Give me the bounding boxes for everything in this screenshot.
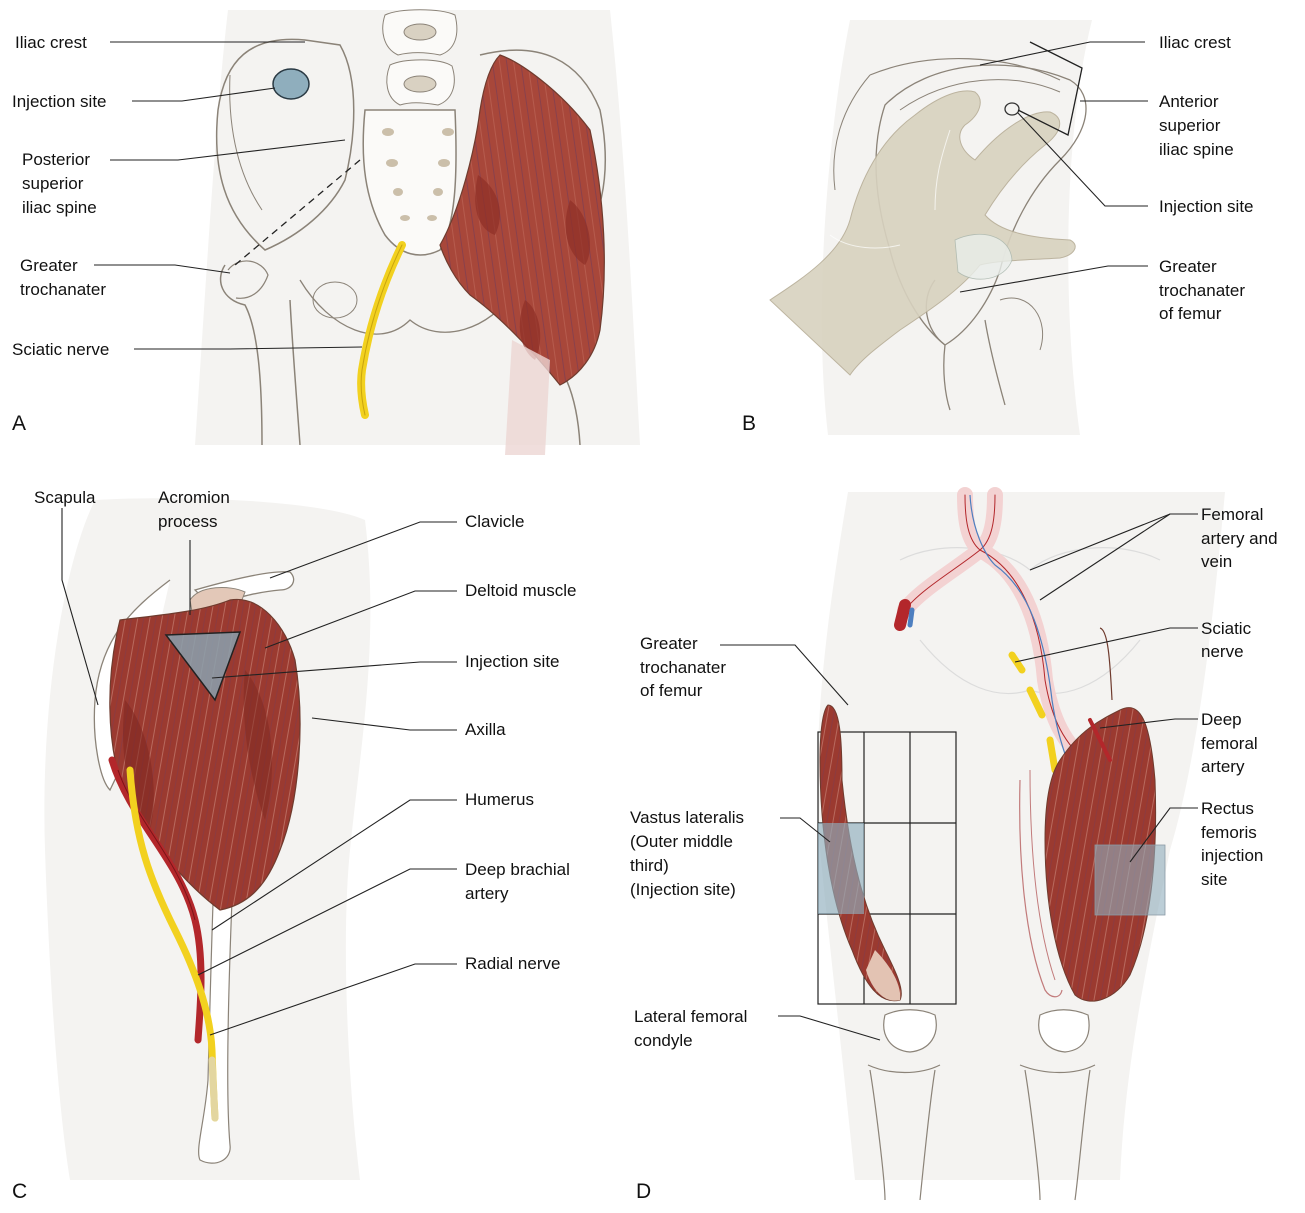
label-greater-trochanter-a-line1: Greater xyxy=(20,254,78,277)
label-deep-brachial-line2: artery xyxy=(465,882,508,905)
label-psis-line1: Posterior xyxy=(22,148,90,171)
label-rectus-line1: Rectus xyxy=(1201,797,1254,820)
label-greater-trochanter-b-line1: Greater xyxy=(1159,255,1217,278)
label-iliac-crest-b: Iliac crest xyxy=(1159,31,1231,54)
label-axilla: Axilla xyxy=(465,718,506,741)
panel-d xyxy=(720,492,1225,1200)
label-deep-femoral-line1: Deep xyxy=(1201,708,1242,731)
label-injection-site-a: Injection site xyxy=(12,90,107,113)
label-scapula: Scapula xyxy=(34,486,95,509)
label-vastus-line3: third) xyxy=(630,854,669,877)
injection-site-marker-a xyxy=(273,69,309,99)
label-rectus-line4: site xyxy=(1201,868,1227,891)
label-deep-femoral-line3: artery xyxy=(1201,755,1244,778)
label-asis-line2: superior xyxy=(1159,114,1220,137)
panel-letter-a: A xyxy=(12,412,26,436)
label-sciatic-d-line1: Sciatic xyxy=(1201,617,1251,640)
label-iliac-crest-a: Iliac crest xyxy=(15,31,87,54)
label-vastus-line2: (Outer middle xyxy=(630,830,733,853)
label-greater-trochanter-a-line2: trochanater xyxy=(20,278,106,301)
panel-c xyxy=(44,498,457,1180)
label-radial-nerve: Radial nerve xyxy=(465,952,560,975)
label-sciatic-nerve-a: Sciatic nerve xyxy=(12,338,109,361)
label-deep-femoral-line2: femoral xyxy=(1201,732,1258,755)
label-humerus: Humerus xyxy=(465,788,534,811)
label-femoral-line3: vein xyxy=(1201,550,1232,573)
label-acromion-line2: process xyxy=(158,510,218,533)
label-acromion-line1: Acromion xyxy=(158,486,230,509)
label-greater-trochanter-b-line3: of femur xyxy=(1159,302,1221,325)
vastus-injection-zone xyxy=(818,823,864,914)
label-lateral-condyle-line1: Lateral femoral xyxy=(634,1005,747,1028)
panel-a xyxy=(94,10,640,455)
panel-letter-b: B xyxy=(742,412,756,436)
label-sciatic-d-line2: nerve xyxy=(1201,640,1244,663)
panel-letter-d: D xyxy=(636,1180,651,1204)
label-vastus-line1: Vastus lateralis xyxy=(630,806,744,829)
rectus-injection-zone xyxy=(1095,845,1165,915)
label-lateral-condyle-line2: condyle xyxy=(634,1029,693,1052)
panel-letter-c: C xyxy=(12,1180,27,1204)
label-greater-trochanter-d-line1: Greater xyxy=(640,632,698,655)
label-femoral-line2: artery and xyxy=(1201,527,1278,550)
label-psis-line2: superior xyxy=(22,172,83,195)
label-deltoid: Deltoid muscle xyxy=(465,579,577,602)
label-greater-trochanter-d-line3: of femur xyxy=(640,679,702,702)
label-greater-trochanter-b-line2: trochanater xyxy=(1159,279,1245,302)
label-asis-line3: iliac spine xyxy=(1159,138,1234,161)
label-psis-line3: iliac spine xyxy=(22,196,97,219)
label-deep-brachial-line1: Deep brachial xyxy=(465,858,570,881)
label-rectus-line2: femoris xyxy=(1201,821,1257,844)
label-femoral-line1: Femoral xyxy=(1201,503,1263,526)
label-injection-site-c: Injection site xyxy=(465,650,560,673)
label-rectus-line3: injection xyxy=(1201,844,1263,867)
panel-b xyxy=(770,20,1148,435)
label-clavicle: Clavicle xyxy=(465,510,525,533)
label-asis-line1: Anterior xyxy=(1159,90,1219,113)
label-injection-site-b: Injection site xyxy=(1159,195,1254,218)
label-vastus-line4: (Injection site) xyxy=(630,878,736,901)
label-greater-trochanter-d-line2: trochanater xyxy=(640,656,726,679)
